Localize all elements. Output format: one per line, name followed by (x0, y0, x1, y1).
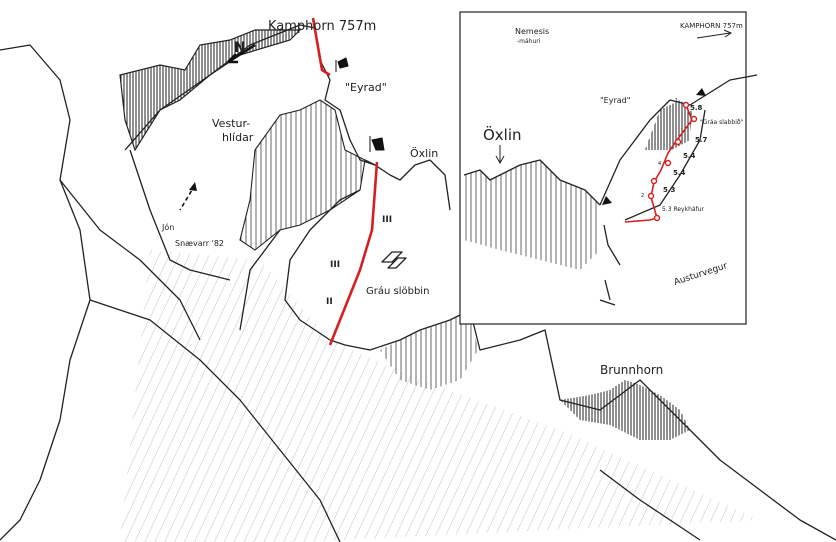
slabs-label: Gráu slöbbin (366, 285, 429, 297)
inset-oxlin-cliff (464, 160, 600, 270)
slope-shading (120, 250, 760, 542)
route-main (328, 161, 379, 346)
eyrad-label: "Eyrad" (345, 81, 387, 94)
inset-map: Nemesis -máhuri KAMPHORN 757m "Eyrad" Öx… (459, 11, 758, 325)
flag-icon (335, 57, 349, 72)
vesturhlidar-label: Vestur- (212, 117, 250, 130)
brunnhorn-label: Brunnhorn (600, 363, 663, 377)
grade-mid: III (330, 260, 340, 270)
kamphorn-arrow-icon (696, 29, 733, 39)
summit-label: Kamphorn 757m (268, 19, 376, 34)
north-arrow-icon (227, 43, 256, 64)
main-map: Kamphorn 757m N "Eyrad" Vestur- hlídar Ö… (0, 17, 836, 542)
slab-outline (284, 189, 361, 341)
oxlin-label: Öxlin (410, 147, 438, 160)
pitch-grade: 5.3 (663, 186, 676, 194)
pitch-grade: 5.7 (695, 136, 708, 144)
inset-dark-slab (645, 100, 692, 150)
eyrad-label: "Eyrad" (600, 96, 630, 105)
descent-arrow-icon (179, 184, 196, 211)
slab-label: "Gráa slabbið" (700, 119, 744, 126)
north-label: N (234, 40, 246, 56)
nemesis-label-2: -máhuri (517, 38, 541, 45)
grade-lower: II (326, 297, 333, 307)
oxlin-label: Öxlin (483, 125, 522, 144)
kamphorn-label: KAMPHORN 757m (680, 22, 743, 30)
route-upper (311, 17, 331, 77)
lower-hatched-cliff (380, 312, 478, 390)
flag-icon (696, 88, 706, 96)
brunnhorn-cliff (560, 380, 690, 440)
jon-label: Jón (161, 222, 174, 232)
pitch-grade: 5.8 (690, 104, 703, 112)
tent-icon (381, 251, 407, 269)
pitch-number: 2 (641, 193, 644, 199)
nemesis-label: Nemesis (515, 27, 549, 36)
pitch-number: 1 (675, 98, 678, 104)
vesturhlidar-label-2: hlídar (222, 131, 254, 144)
pitch-grade: 5.4 (673, 169, 686, 177)
jon-label-2: Snævarr '82 (175, 239, 224, 248)
grade-upper: III (382, 215, 392, 225)
oxlin-arrow-icon (495, 145, 505, 165)
dark-cliff (119, 29, 302, 152)
central-face (239, 99, 366, 251)
flag-icon (602, 196, 612, 205)
belay-stations (647, 101, 698, 222)
pitch-grade: 5.3 Reykháfur (662, 206, 704, 213)
left-ridge-outline (0, 44, 91, 541)
descent-arrow-head-icon (189, 182, 197, 191)
flag-icon (369, 136, 385, 152)
inset-route (624, 104, 693, 223)
pitch-grade: 5.4 (683, 152, 696, 160)
pitch-number: 4 (658, 161, 661, 167)
valley-lines (59, 149, 701, 542)
